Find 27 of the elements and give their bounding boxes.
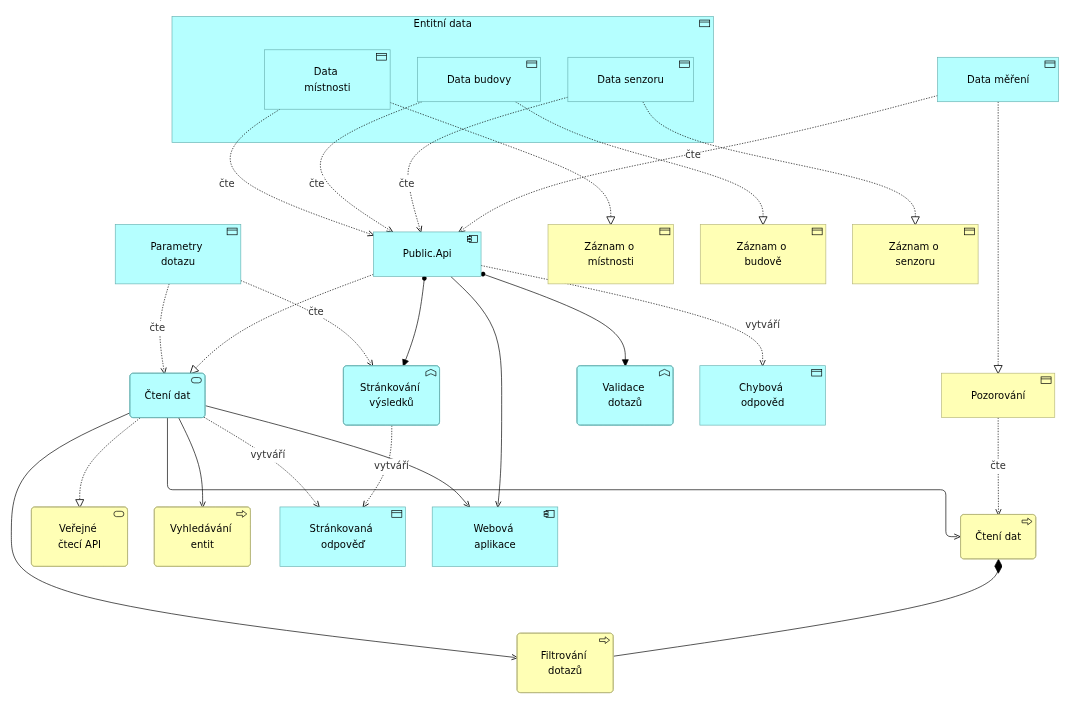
data-object-box: Záznam o budově xyxy=(699,224,827,285)
function-box: Stránkování výsledků xyxy=(343,365,440,426)
service-box: Veřejné čtecí API xyxy=(31,506,128,567)
edge-label: vytváří xyxy=(250,447,286,463)
function-box: Validace dotazů xyxy=(576,365,674,426)
data-object-box: Parametry dotazu xyxy=(114,224,242,285)
process-box: Filtrování dotazů xyxy=(516,632,614,693)
component-box: Webová aplikace xyxy=(431,506,559,567)
edge-label: vytváří xyxy=(374,458,409,474)
process-box: Čtení dat xyxy=(960,514,1037,560)
data-object-box: Stránkovaná odpověď xyxy=(279,506,406,567)
edge-label: čte xyxy=(149,320,166,336)
data-object-box: Data měření xyxy=(937,56,1059,103)
edge-label: čte xyxy=(990,458,1006,474)
edge-label: čte xyxy=(398,176,415,192)
data-object-box: Pozorování xyxy=(941,372,1056,418)
data-object-box: Data budovy xyxy=(417,56,541,103)
data-object-box: Data místnosti xyxy=(264,49,391,110)
process-box: Vyhledávání entit xyxy=(153,506,251,567)
data-object-box: Záznam o senzoru xyxy=(852,224,979,285)
service-box: Čtení dat xyxy=(129,372,206,418)
edge-label: vytváří xyxy=(745,317,780,333)
data-object-box: Záznam o místnosti xyxy=(547,224,674,285)
component-box: Public.Api xyxy=(373,231,482,277)
data-object-box: Chybová odpověd xyxy=(699,365,826,426)
data-object-box: Data senzoru xyxy=(567,56,694,103)
edge-label: čte xyxy=(308,304,324,320)
